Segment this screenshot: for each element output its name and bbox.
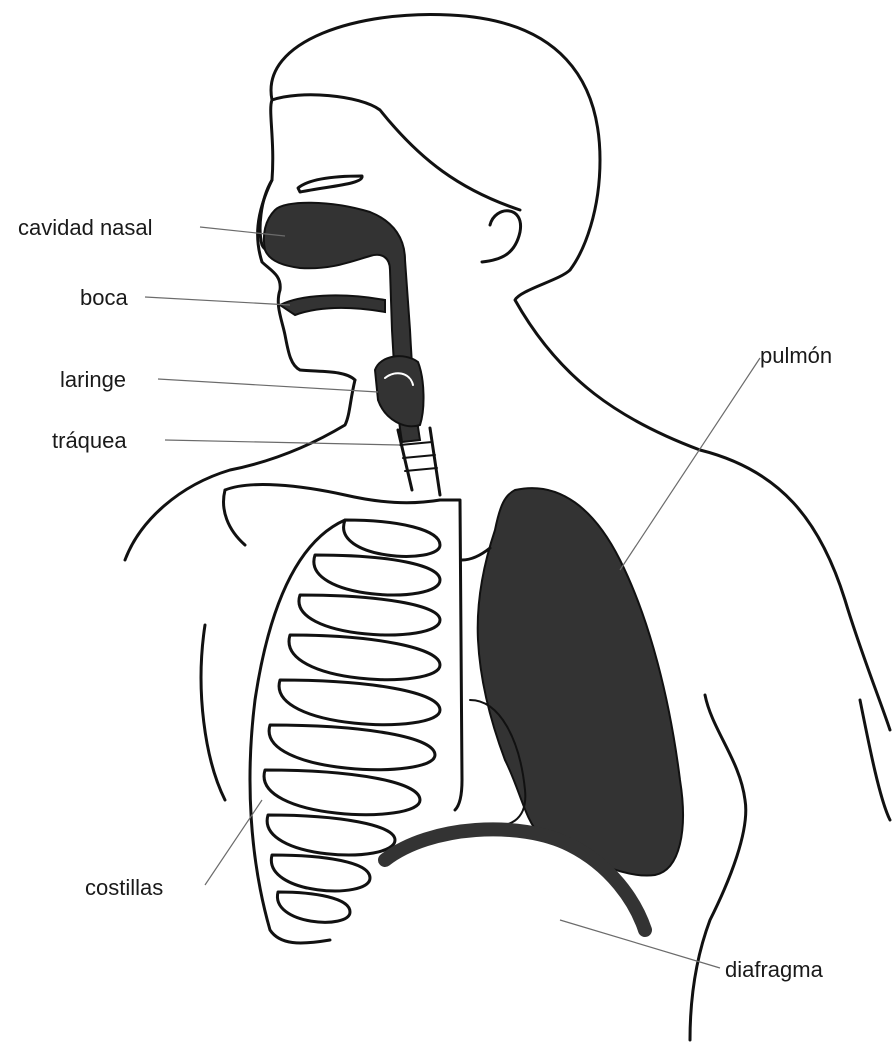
left-arm-line (201, 625, 225, 800)
right-side-line (690, 695, 746, 1040)
eyebrow (298, 176, 362, 192)
lung-shape (478, 488, 683, 875)
rib-5 (279, 680, 440, 725)
sternum (440, 500, 462, 810)
leader-larynx (158, 379, 378, 392)
rib-6 (269, 725, 435, 770)
leader-trachea (165, 440, 400, 445)
label-ribs: costillas (85, 875, 163, 900)
neck-front-shoulder (125, 380, 355, 560)
mouth-shape (280, 295, 385, 315)
rib-10 (277, 892, 350, 922)
label-mouth: boca (80, 285, 128, 310)
rib-8 (267, 815, 395, 855)
label-nasal-cavity: cavidad nasal (18, 215, 153, 240)
label-diaphragm: diafragma (725, 957, 824, 982)
rib-3 (299, 595, 440, 635)
rib-1 (344, 520, 440, 556)
rib-9 (271, 855, 370, 891)
label-trachea: tráquea (52, 428, 127, 453)
leader-mouth (145, 297, 290, 305)
rib-2 (314, 555, 440, 595)
label-lung: pulmón (760, 343, 832, 368)
rib-4 (289, 635, 440, 680)
label-larynx: laringe (60, 367, 126, 392)
ear (482, 211, 521, 262)
rib-cage (250, 520, 440, 943)
rib-7 (264, 770, 420, 815)
larynx-shape (375, 356, 424, 426)
